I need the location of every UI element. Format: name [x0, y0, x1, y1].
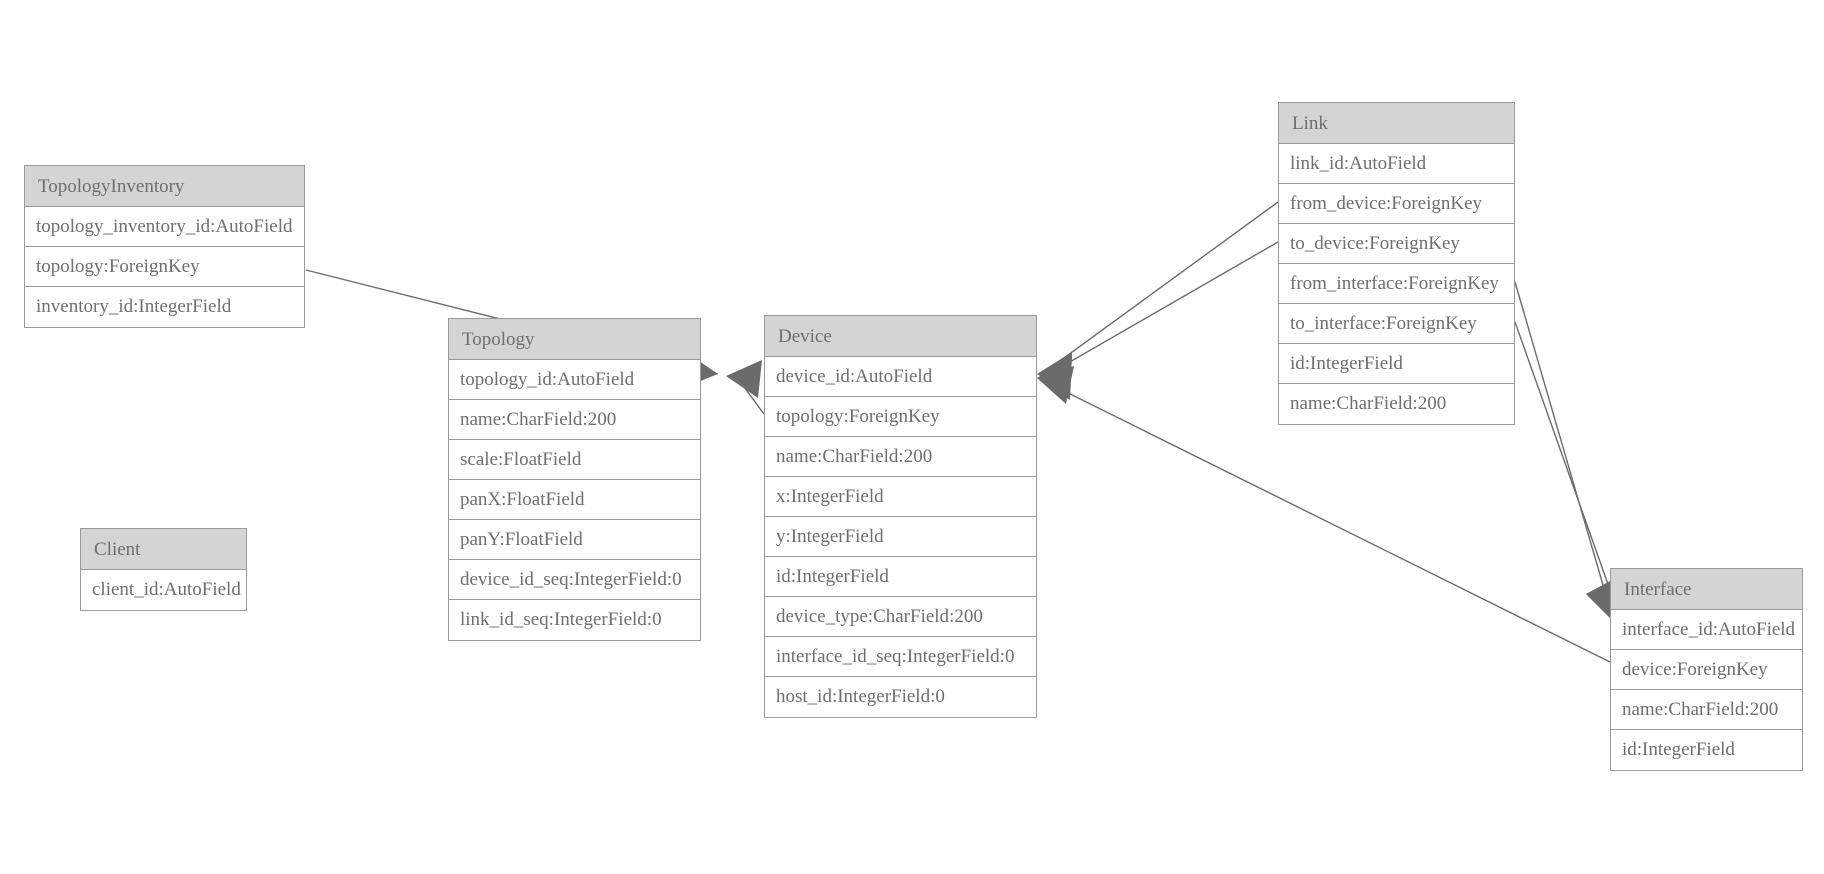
entity-field: y:IntegerField: [765, 517, 1036, 557]
entity-title-interface: Interface: [1611, 569, 1802, 610]
entity-field: from_interface:ForeignKey: [1279, 264, 1514, 304]
entity-field: interface_id:AutoField: [1611, 610, 1802, 650]
entity-field: name:CharField:200: [449, 400, 700, 440]
entity-field: client_id:AutoField: [81, 570, 246, 610]
entity-field: name:CharField:200: [1611, 690, 1802, 730]
entity-field: id:IntegerField: [765, 557, 1036, 597]
relation-line: [1514, 321, 1621, 619]
relation-line: [1514, 281, 1613, 617]
entity-field: name:CharField:200: [765, 437, 1036, 477]
relation-link-to_device: [1037, 241, 1279, 400]
relation-link-from_interface: [1514, 281, 1616, 622]
entity-field: scale:FloatField: [449, 440, 700, 480]
entity-title-device: Device: [765, 316, 1036, 357]
relation-link-from_device: [1037, 201, 1279, 396]
relation-line: [1041, 201, 1279, 375]
entity-field: panX:FloatField: [449, 480, 700, 520]
entity-field: to_device:ForeignKey: [1279, 224, 1514, 264]
entity-field: device:ForeignKey: [1611, 650, 1802, 690]
entity-field: topology_id:AutoField: [449, 360, 700, 400]
entity-field: topology_inventory_id:AutoField: [25, 207, 304, 247]
relation-line: [1041, 241, 1279, 379]
entity-field: panY:FloatField: [449, 520, 700, 560]
entity-title-topology: Topology: [449, 319, 700, 360]
entity-field: id:IntegerField: [1279, 344, 1514, 384]
entity-title-link: Link: [1279, 103, 1514, 144]
entity-field: inventory_id:IntegerField: [25, 287, 304, 327]
relation-arrowhead: [1037, 356, 1072, 400]
entity-title-topologyinventory: TopologyInventory: [25, 166, 304, 207]
entity-title-client: Client: [81, 529, 246, 570]
entity-field: host_id:IntegerField:0: [765, 677, 1036, 717]
relation-device-topology: [726, 360, 765, 415]
entity-field: from_device:ForeignKey: [1279, 184, 1514, 224]
entity-field: device_id:AutoField: [765, 357, 1036, 397]
relation-line: [735, 375, 765, 415]
relation-arrowhead: [1037, 366, 1074, 404]
entity-field: topology:ForeignKey: [765, 397, 1036, 437]
entity-field: name:CharField:200: [1279, 384, 1514, 424]
relation-arrowhead: [726, 360, 762, 398]
entity-field: to_interface:ForeignKey: [1279, 304, 1514, 344]
entity-field: device_type:CharField:200: [765, 597, 1036, 637]
entity-field: link_id:AutoField: [1279, 144, 1514, 184]
entity-field: device_id_seq:IntegerField:0: [449, 560, 700, 600]
relation-arrowhead: [1037, 352, 1072, 396]
entity-field: topology:ForeignKey: [25, 247, 304, 287]
entity-field: interface_id_seq:IntegerField:0: [765, 637, 1036, 677]
entity-field: id:IntegerField: [1611, 730, 1802, 770]
entity-field: link_id_seq:IntegerField:0: [449, 600, 700, 640]
relation-link-to_interface: [1514, 321, 1621, 622]
entity-field: x:IntegerField: [765, 477, 1036, 517]
